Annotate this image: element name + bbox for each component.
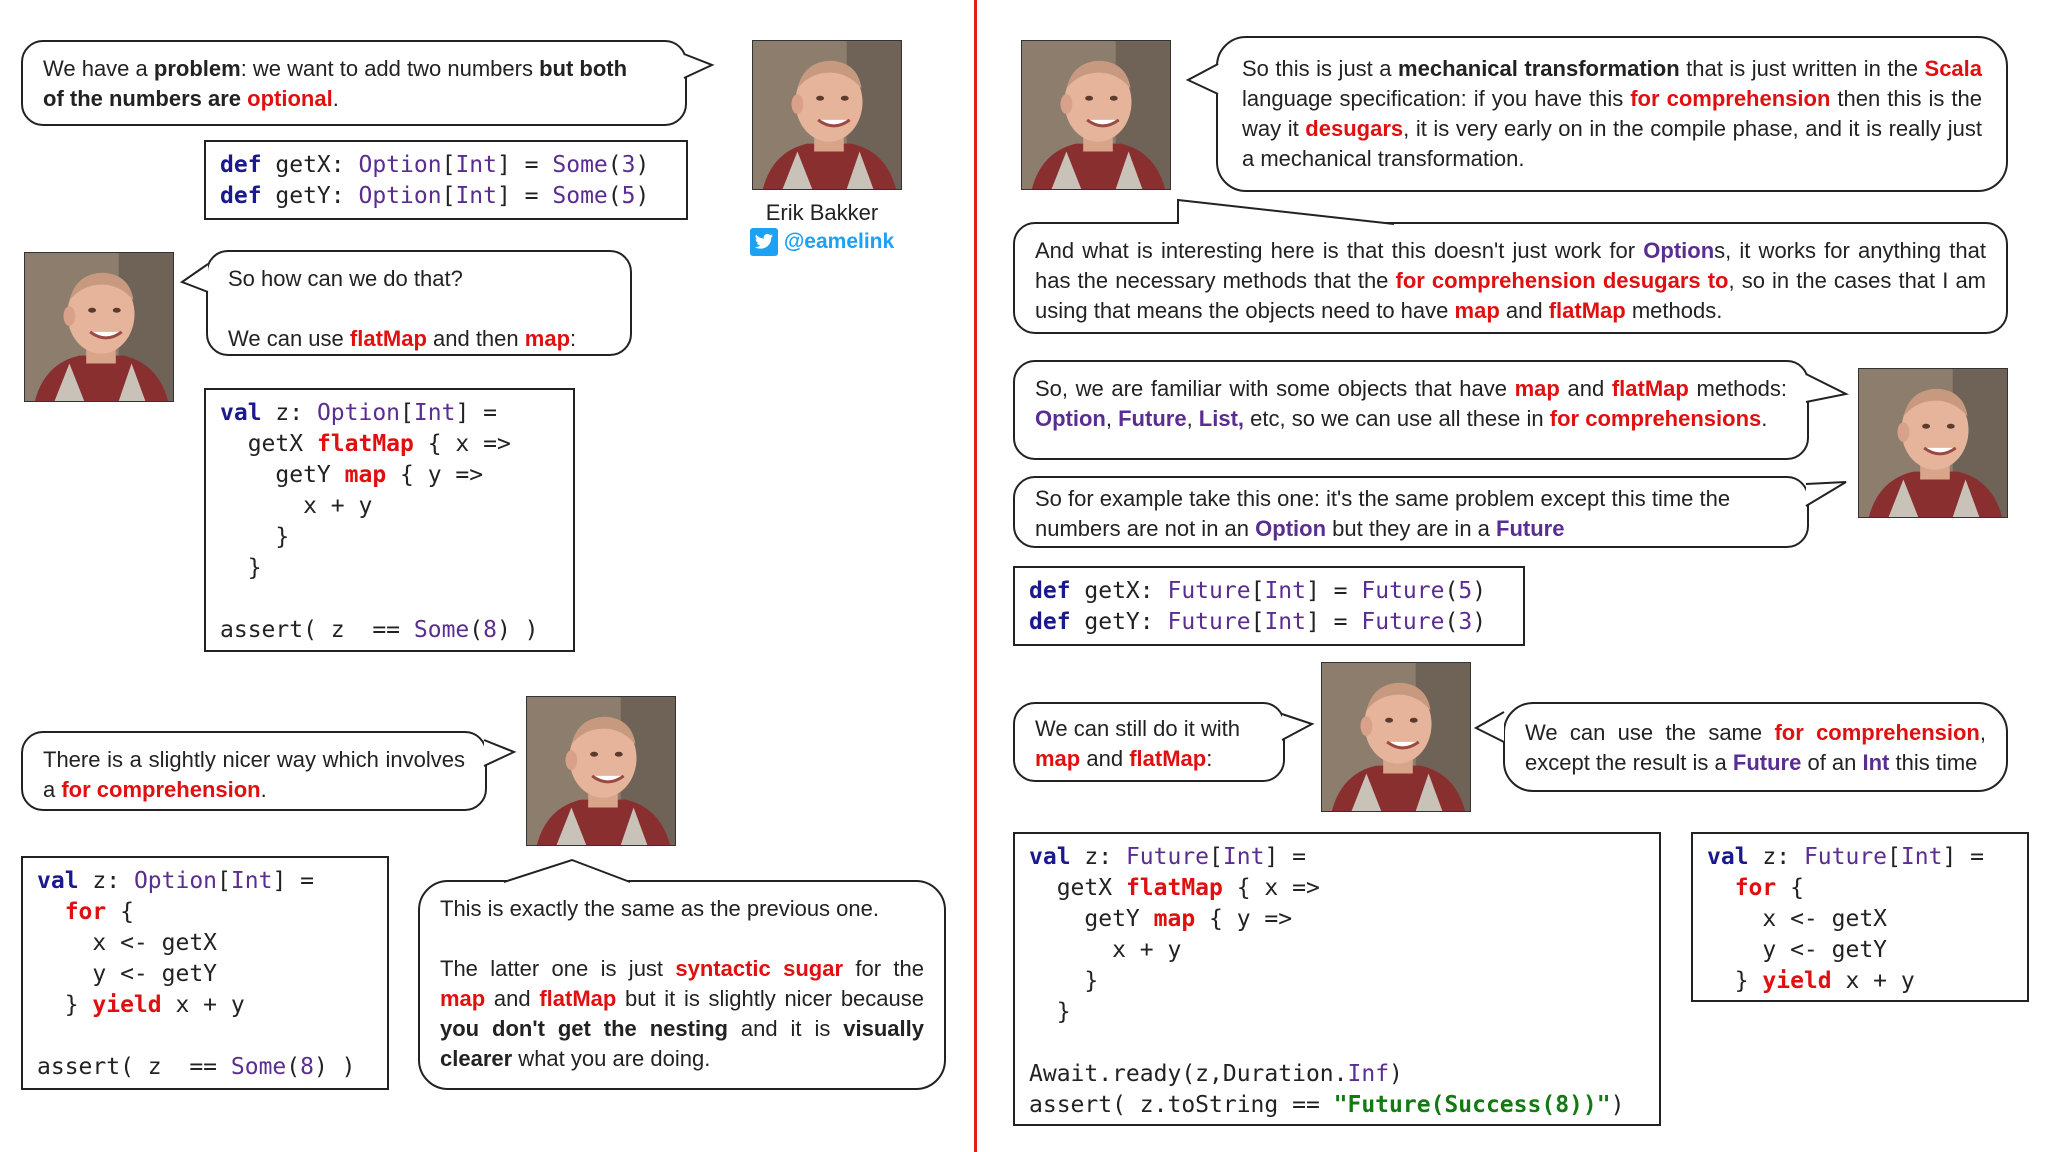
speaker-photo — [1858, 368, 2008, 518]
code-block-getx-gety-option: def getX: Option[Int] = Some(3) def getY… — [204, 140, 688, 220]
speech-bubble-still-map-flatmap: We can still do it with map and flatMap: — [1013, 702, 1285, 782]
bubble-tail — [1177, 198, 1395, 225]
speech-bubble-mechanical-transformation: So this is just a mechanical transformat… — [1216, 36, 2008, 192]
bubble-tail — [1185, 63, 1219, 95]
code-block-flatmap-future: val z: Future[Int] = getX flatMap { x =>… — [1013, 832, 1661, 1126]
speaker-photo — [24, 252, 174, 402]
author-name: Erik Bakker — [765, 200, 879, 225]
code-block-for-comprehension-future: val z: Future[Int] = for { x <- getX y <… — [1691, 832, 2029, 1002]
author-credit: Erik Bakker @eamelink — [742, 200, 902, 256]
bubble-tail — [1281, 713, 1315, 741]
speaker-photo — [1021, 40, 1171, 190]
speech-bubble-works-for-anything: And what is interesting here is that thi… — [1013, 222, 2008, 334]
author-handle-link[interactable]: @eamelink — [742, 228, 902, 256]
bubble-tail — [483, 739, 517, 767]
speaker-photo — [752, 40, 902, 190]
bubble-tail — [1805, 481, 1847, 507]
speaker-photo — [1321, 662, 1471, 812]
section-divider — [974, 0, 977, 1152]
speech-bubble-problem: We have a problem: we want to add two nu… — [21, 40, 687, 126]
code-block-getx-gety-future: def getX: Future[Int] = Future(5) def ge… — [1013, 566, 1525, 646]
bubble-tail — [1805, 373, 1850, 403]
speech-bubble-familiar-objects: So, we are familiar with some objects th… — [1013, 360, 1809, 460]
code-block-flatmap-option: val z: Option[Int] = getX flatMap { x =>… — [204, 388, 575, 652]
bubble-tail — [1473, 711, 1505, 743]
bubble-tail — [503, 858, 631, 883]
bubble-tail — [179, 263, 209, 293]
bubble-tail — [683, 53, 715, 79]
code-block-for-comprehension-option: val z: Option[Int] = for { x <- getX y <… — [21, 856, 389, 1090]
speech-bubble-future-example: So for example take this one: it's the s… — [1013, 476, 1809, 548]
speaker-photo — [526, 696, 676, 846]
speech-bubble-nicer-way: There is a slightly nicer way which invo… — [21, 731, 487, 811]
twitter-icon — [749, 228, 778, 256]
speech-bubble-syntactic-sugar: This is exactly the same as the previous… — [418, 880, 946, 1090]
speech-bubble-how: So how can we do that?We can use flatMap… — [206, 250, 632, 356]
speech-bubble-same-for-comprehension: We can use the same for comprehension, e… — [1503, 702, 2008, 792]
